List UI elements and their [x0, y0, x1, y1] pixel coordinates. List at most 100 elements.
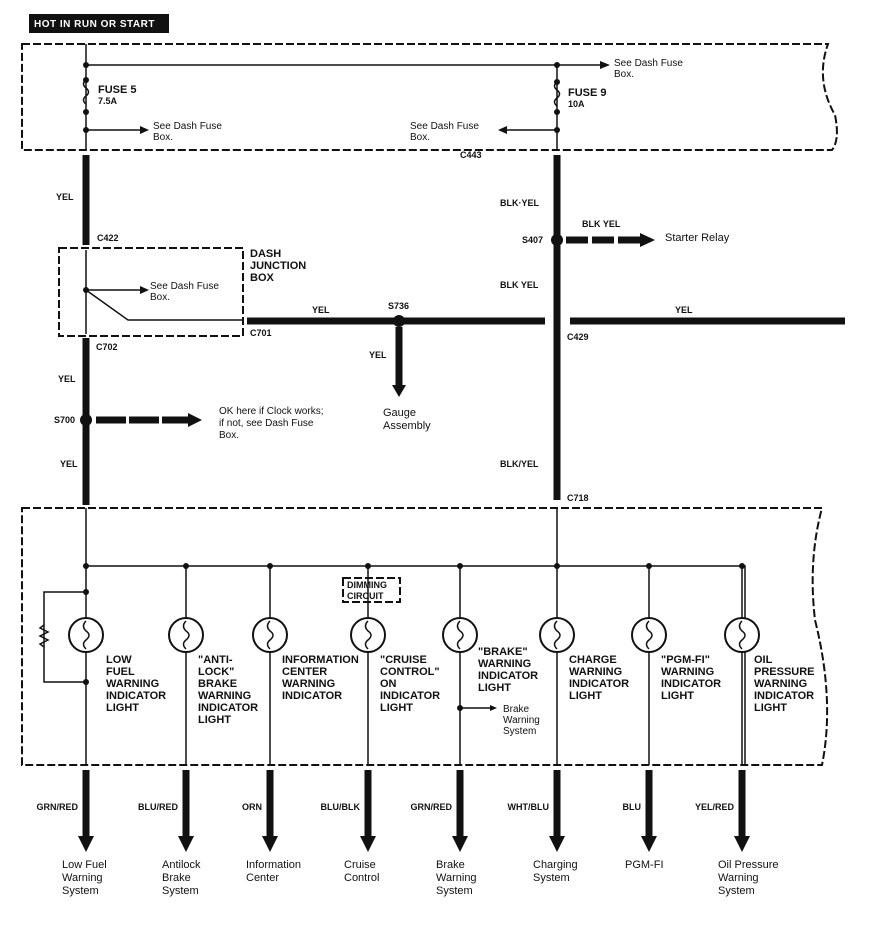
destination-label: Starter Relay — [665, 232, 730, 244]
wire-color-label: YEL — [58, 374, 76, 384]
destination-label: System — [162, 885, 199, 897]
indicator-label: WARNING — [282, 678, 335, 690]
destination-label: Antilock — [162, 859, 201, 871]
bulb-icon — [631, 617, 667, 653]
arrow-icon — [140, 126, 149, 134]
fuse-icon — [82, 79, 90, 105]
indicator-label: WARNING — [198, 690, 251, 702]
destination-label: System — [533, 872, 570, 884]
indicator-label: INDICATOR — [754, 690, 814, 702]
indicator-label: WARNING — [569, 666, 622, 678]
wire-color-label: BLK YEL — [582, 219, 621, 229]
destination-label: System — [718, 885, 755, 897]
see-dash-fuse-text: See Dash Fuse — [150, 281, 219, 292]
wire-color-label: BLU — [623, 802, 642, 812]
bulb-icon — [350, 617, 386, 653]
filament-icon — [456, 620, 464, 650]
arrow-icon — [78, 836, 94, 852]
filament-icon — [553, 620, 561, 650]
filament-icon — [645, 620, 653, 650]
bulb-icon — [539, 617, 575, 653]
fuse5-rating: 7.5A — [98, 96, 118, 106]
indicator-label: INDICATOR — [198, 702, 258, 714]
arrow-icon — [262, 836, 278, 852]
arrow-icon — [549, 836, 565, 852]
wire-color-label: BLU/BLK — [321, 802, 361, 812]
indicator-label: LOCK" — [198, 666, 234, 678]
destination-label: Information — [246, 859, 301, 871]
indicator-label: CONTROL" — [380, 666, 440, 678]
destination-label: Low Fuel — [62, 859, 107, 871]
indicator-label: CENTER — [282, 666, 327, 678]
destination-label: Warning — [718, 872, 759, 884]
wire-color-label: BLK·YEL — [500, 198, 539, 208]
arrow-icon — [490, 705, 497, 711]
destination-label: Brake — [162, 872, 191, 884]
brake-sub-label: Brake — [503, 704, 530, 715]
destination-label: Charging — [533, 859, 578, 871]
bulb-icon — [724, 617, 760, 653]
destination-label: Center — [246, 872, 279, 884]
wire-color-label: YEL/RED — [695, 802, 735, 812]
dash-junction-box — [58, 247, 244, 337]
destination-label: Gauge — [383, 407, 416, 419]
see-dash-fuse-text: See Dash Fuse — [614, 58, 683, 69]
indicator-label: INDICATOR — [282, 690, 342, 702]
indicator-label: LIGHT — [569, 690, 602, 702]
indicator-label: WARNING — [754, 678, 807, 690]
indicator-label: "BRAKE" — [478, 646, 528, 658]
splice-s736 — [393, 315, 405, 327]
connector-label: C429 — [567, 332, 589, 342]
indicator-label: INDICATOR — [569, 678, 629, 690]
arrow-icon — [452, 836, 468, 852]
fuse5-label: FUSE 5 — [98, 84, 137, 96]
wire-color-label: GRN/RED — [410, 802, 452, 812]
clock-note: if not, see Dash Fuse — [219, 418, 314, 429]
indicator-label: FUEL — [106, 666, 135, 678]
gauge-assembly-outline — [21, 507, 829, 766]
indicator-label: LOW — [106, 654, 132, 666]
see-dash-fuse-text: Box. — [410, 132, 430, 143]
filament-icon — [266, 620, 274, 650]
bulb-icon — [442, 617, 478, 653]
indicator-label: "PGM-FI" — [661, 654, 710, 666]
indicator-label: WARNING — [478, 658, 531, 670]
wire-color-label: WHT/BLU — [508, 802, 550, 812]
indicator-label: ON — [380, 678, 397, 690]
arrow-icon — [178, 836, 194, 852]
resistor-icon — [38, 624, 50, 648]
brake-sub-label: System — [503, 726, 536, 737]
connector-label: C701 — [250, 328, 272, 338]
wire-color-label: YEL — [56, 192, 74, 202]
clock-note: Box. — [219, 430, 239, 441]
wire-color-label: YEL — [60, 459, 78, 469]
fuse9-label: FUSE 9 — [568, 87, 607, 99]
splice-dot — [83, 62, 89, 68]
indicator-light-5 — [539, 563, 575, 852]
destination-label: System — [62, 885, 99, 897]
destination-label: Warning — [62, 872, 103, 884]
indicator-label: INDICATOR — [106, 690, 166, 702]
splice-s407 — [551, 234, 563, 246]
indicator-light-4 — [442, 563, 478, 852]
destination-label: PGM-FI — [625, 859, 664, 871]
filament-icon — [364, 620, 372, 650]
bulb-icon — [168, 617, 204, 653]
indicator-label: WARNING — [661, 666, 714, 678]
see-dash-fuse-text: See Dash Fuse — [153, 121, 222, 132]
indicator-label: LIGHT — [106, 702, 139, 714]
arrow-icon — [140, 286, 149, 294]
see-dash-fuse-text: Box. — [150, 292, 170, 303]
wire-color-label: ORN — [242, 802, 262, 812]
indicator-label: BRAKE — [198, 678, 237, 690]
indicator-light-0 — [68, 563, 104, 852]
filament-icon — [738, 620, 746, 650]
wire-color-label: YEL — [675, 305, 693, 315]
indicator-label: WARNING — [106, 678, 159, 690]
filament-icon — [82, 620, 90, 650]
connector-label: S736 — [388, 301, 409, 311]
wire-color-label: BLK YEL — [500, 280, 539, 290]
wire-color-label: YEL — [312, 305, 330, 315]
arrow-icon — [498, 126, 507, 134]
